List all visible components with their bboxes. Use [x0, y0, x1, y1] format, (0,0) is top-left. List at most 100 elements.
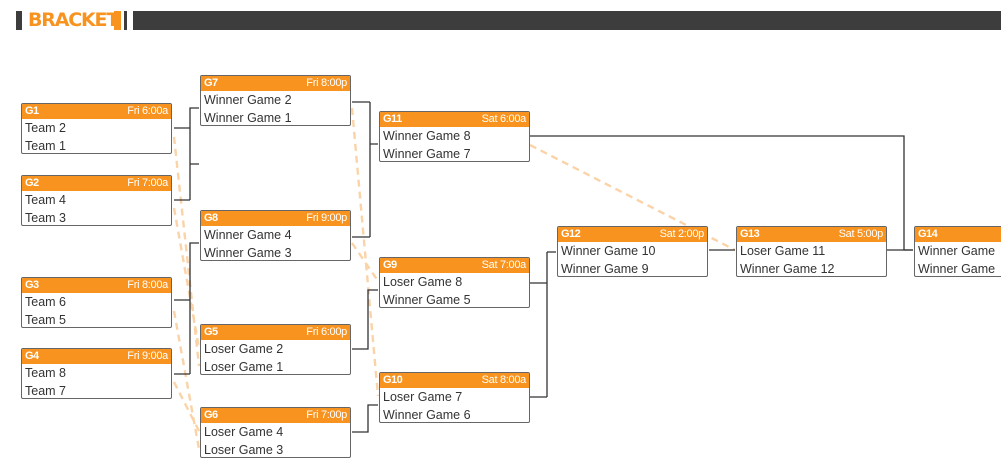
team-slot-top: Loser Game 7	[383, 390, 463, 404]
team-slot-top: Loser Game 4	[204, 425, 284, 439]
team-slot-top: Loser Game 8	[383, 275, 463, 289]
game-id: G9	[383, 259, 397, 271]
game-card-g2[interactable]: G2 Fri 7:00a Team 4 Team 3	[21, 175, 172, 226]
team-slot-top: Winner Game 2	[204, 93, 292, 107]
game-card-g1[interactable]: G1 Fri 6:00a Team 2 Team 1	[21, 103, 172, 154]
game-time: Fri 8:00a	[127, 279, 168, 291]
team-slot-bottom: Loser Game 3	[204, 443, 284, 457]
game-header: G2 Fri 7:00a	[22, 176, 171, 191]
game-time: Sat 8:00a	[481, 374, 527, 386]
game-header: G10 Sat 8:00a	[380, 373, 529, 388]
team-slot-bottom: Winner Game 1	[204, 111, 292, 125]
team-slot-bottom: Winner Game 12	[740, 262, 835, 276]
game-id: G2	[25, 177, 39, 189]
game-time: Sat 2:00p	[659, 228, 705, 240]
game-time: Sat 5:00p	[838, 228, 884, 240]
header-accent-bar-orange	[114, 11, 121, 30]
game-card-g11[interactable]: G11 Sat 6:00a Winner Game 8 Winner Game …	[379, 111, 530, 162]
connector-g6-g10	[352, 404, 378, 433]
game-time: Sat 7:00a	[481, 259, 527, 271]
game-id: G5	[204, 326, 218, 338]
game-id: G12	[561, 228, 581, 240]
team-slot-top: Loser Game 2	[204, 342, 284, 356]
connector-g7-g8-g11	[352, 101, 378, 238]
game-card-g9[interactable]: G9 Sat 7:00a Loser Game 8 Winner Game 5	[379, 257, 530, 308]
header-rule	[133, 11, 1001, 30]
connector-g3-g4-g8	[174, 242, 199, 375]
team-slot-bottom: Team 3	[25, 211, 66, 225]
team-slot-bottom: Winner Game 6	[383, 408, 471, 422]
team-slot-bottom: Winner Game 5	[383, 293, 471, 307]
game-time: Fri 9:00a	[127, 350, 168, 362]
game-time: Fri 6:00p	[306, 326, 347, 338]
team-slot-top: Loser Game 11	[740, 244, 826, 258]
team-slot-bottom: Loser Game 1	[204, 360, 284, 374]
game-id: G7	[204, 77, 218, 89]
game-header: G3 Fri 8:00a	[22, 278, 171, 293]
game-card-g4[interactable]: G4 Fri 9:00a Team 8 Team 7	[21, 348, 172, 399]
game-header: G4 Fri 9:00a	[22, 349, 171, 364]
team-slot-bottom: Team 1	[25, 139, 66, 153]
connector-g9-g10-g12	[530, 251, 556, 398]
game-time: Fri 8:00p	[306, 77, 347, 89]
team-slot-top: Team 4	[25, 193, 66, 207]
loser-path-g7-g10	[350, 107, 380, 397]
game-header: G14	[915, 227, 1001, 242]
team-slot-bottom: Team 5	[25, 313, 66, 327]
game-id: G8	[204, 212, 218, 224]
team-slot-top: Team 2	[25, 121, 66, 135]
game-id: G10	[383, 374, 403, 386]
game-id: G1	[25, 105, 39, 117]
game-time: Fri 9:00p	[306, 212, 347, 224]
team-slot-top: Winner Game	[918, 244, 996, 258]
game-id: G3	[25, 279, 39, 291]
game-card-g14[interactable]: G14 Winner Game Winner Game	[914, 226, 1001, 277]
game-id: G13	[740, 228, 760, 240]
game-card-g6[interactable]: G6 Fri 7:00p Loser Game 4 Loser Game 3	[200, 407, 351, 458]
loser-path-g1-g5	[172, 136, 201, 367]
game-id: G14	[918, 228, 938, 240]
game-id: G11	[383, 113, 402, 125]
team-slot-bottom: Winner Game	[918, 262, 996, 276]
loser-path-g4-g6	[172, 381, 201, 432]
game-card-g3[interactable]: G3 Fri 8:00a Team 6 Team 5	[21, 277, 172, 328]
game-header: G12 Sat 2:00p	[558, 227, 707, 242]
game-header: G6 Fri 7:00p	[201, 408, 350, 423]
team-slot-top: Winner Game 4	[204, 228, 292, 242]
team-slot-top: Team 6	[25, 295, 66, 309]
game-card-g7[interactable]: G7 Fri 8:00p Winner Game 2 Winner Game 1	[200, 75, 351, 126]
winner-paths	[174, 101, 913, 433]
team-slot-bottom: Winner Game 9	[561, 262, 649, 276]
connector-g1-g2-g7	[174, 107, 199, 201]
header-accent-bar-dark	[124, 11, 127, 30]
game-time: Fri 6:00a	[127, 105, 168, 117]
game-id: G4	[25, 350, 39, 362]
team-slot-top: Team 8	[25, 366, 66, 380]
game-header: G1 Fri 6:00a	[22, 104, 171, 119]
team-slot-top: Winner Game 10	[561, 244, 656, 258]
game-card-g10[interactable]: G10 Sat 8:00a Loser Game 7 Winner Game 6	[379, 372, 530, 423]
team-slot-bottom: Team 7	[25, 384, 66, 398]
game-header: G13 Sat 5:00p	[737, 227, 886, 242]
connector-g5-g9	[352, 289, 378, 350]
game-header: G11 Sat 6:00a	[380, 112, 529, 127]
game-header: G8 Fri 9:00p	[201, 211, 350, 226]
game-id: G6	[204, 409, 218, 421]
game-time: Sat 6:00a	[481, 113, 527, 125]
game-header: G7 Fri 8:00p	[201, 76, 350, 91]
team-slot-top: Winner Game 8	[383, 129, 471, 143]
team-slot-bottom: Winner Game 3	[204, 246, 292, 260]
team-slot-bottom: Winner Game 7	[383, 147, 471, 161]
game-time: Fri 7:00p	[306, 409, 347, 421]
game-header: G9 Sat 7:00a	[380, 258, 529, 273]
bracket-header: BRACKET	[0, 0, 1001, 40]
loser-path-g8-g9	[351, 242, 379, 282]
game-card-g8[interactable]: G8 Fri 9:00p Winner Game 4 Winner Game 3	[200, 210, 351, 261]
header-accent-bar-left	[16, 11, 22, 30]
game-time: Fri 7:00a	[127, 177, 168, 189]
game-card-g13[interactable]: G13 Sat 5:00p Loser Game 11 Winner Game …	[736, 226, 887, 277]
game-card-g5[interactable]: G5 Fri 6:00p Loser Game 2 Loser Game 1	[200, 324, 351, 375]
game-card-g12[interactable]: G12 Sat 2:00p Winner Game 10 Winner Game…	[557, 226, 708, 277]
